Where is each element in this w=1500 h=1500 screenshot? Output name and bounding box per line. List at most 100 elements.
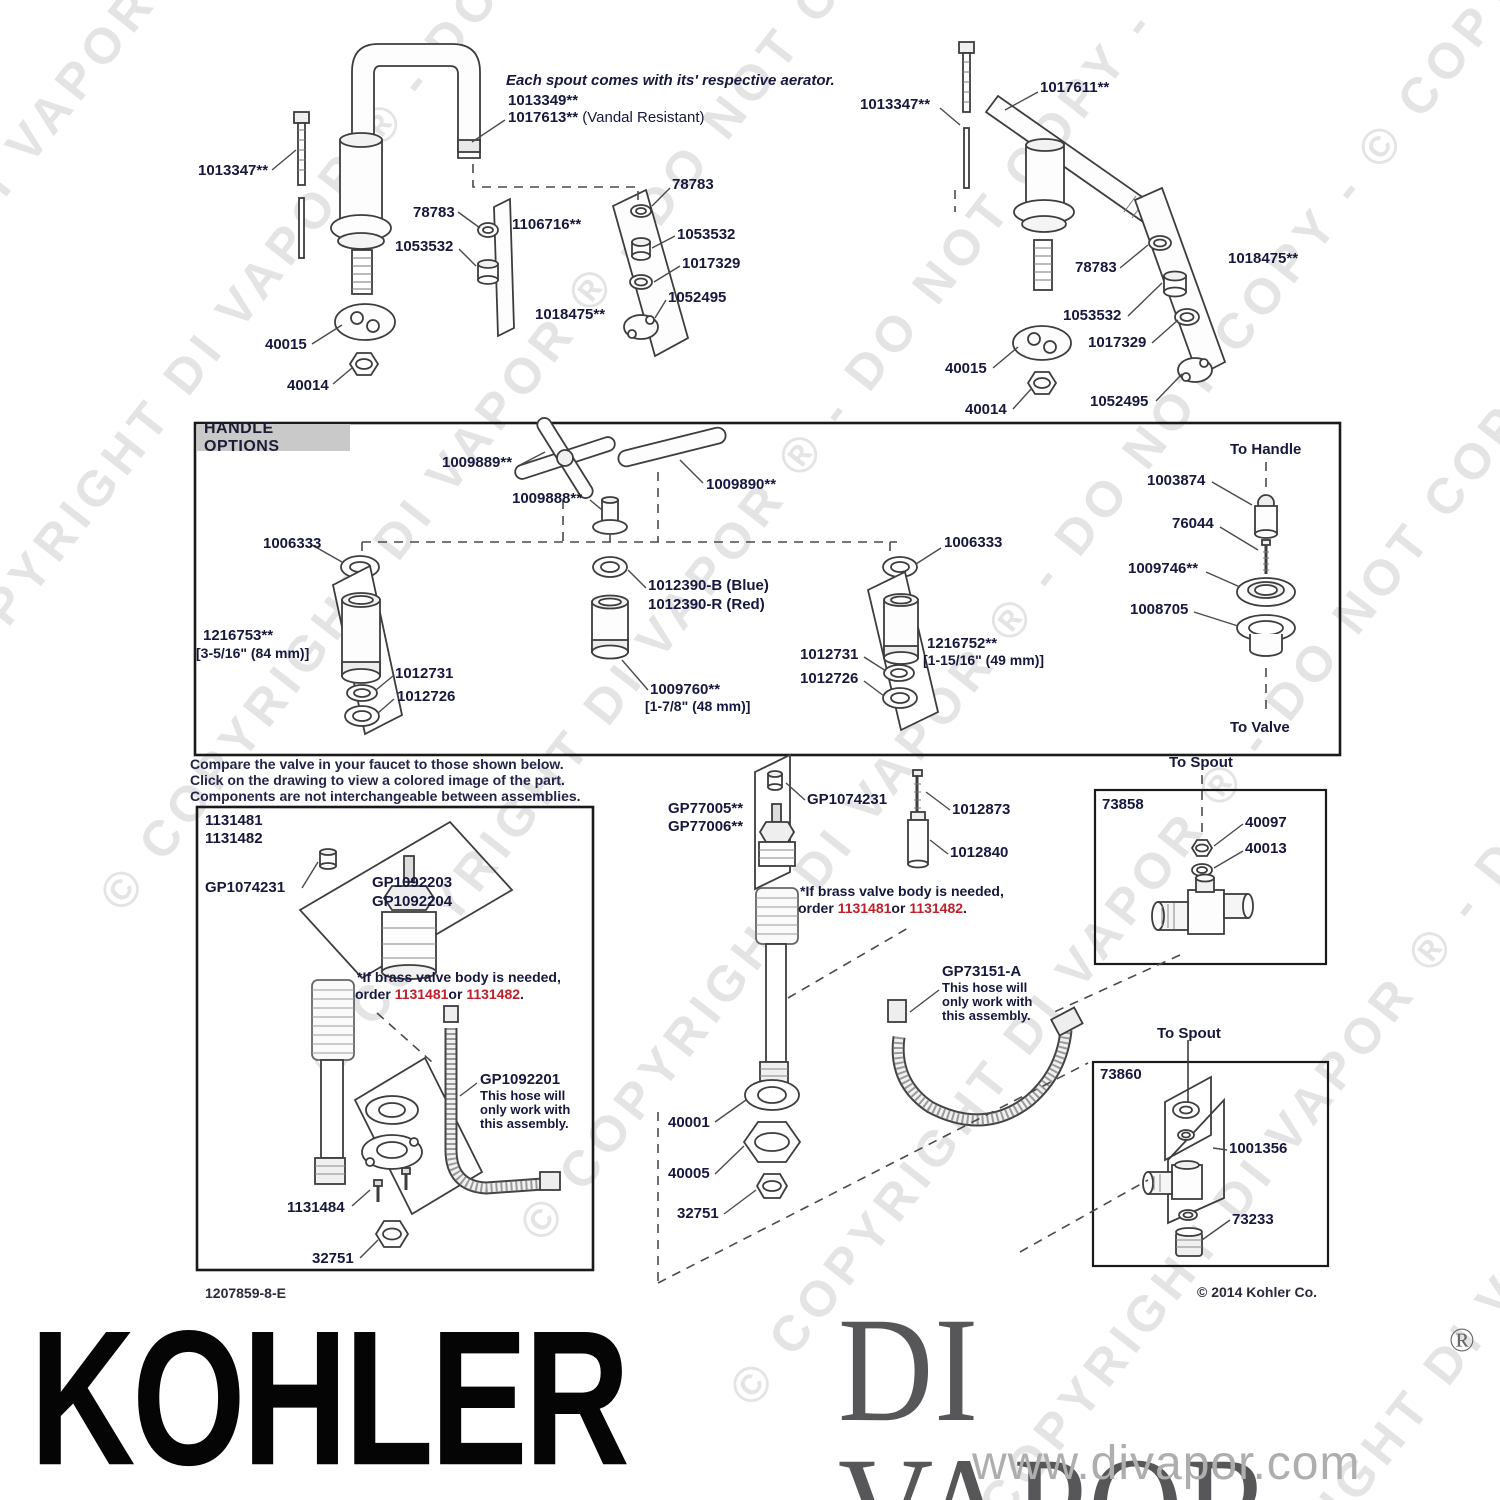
part-label-40005: 40005 <box>668 1165 710 1182</box>
cartridge-GP1092203-drawing[interactable] <box>381 855 437 980</box>
construction-lines <box>361 164 1267 1284</box>
plate-1131481-drawing[interactable] <box>298 820 514 980</box>
to-handle-label: To Handle <box>1230 441 1302 458</box>
kohler-copyright: © 2014 Kohler Co. <box>1197 1284 1318 1300</box>
left-escutcheon-40015-drawing[interactable] <box>334 303 396 341</box>
part-label-1006333-right: 1006333 <box>944 534 1003 551</box>
part-label-1017329-right: 1017329 <box>1088 334 1147 351</box>
hose-note-mid-line3: this assembly. <box>942 1008 1031 1023</box>
plate-GP77005-drawing[interactable] <box>754 753 791 891</box>
part-label-1053532-mid: 1053532 <box>677 226 736 243</box>
hose-note-mid-line2: only work with <box>942 994 1033 1009</box>
left-mounting-bolt-drawing[interactable] <box>293 111 310 259</box>
plates-73860-drawing[interactable] <box>1164 1075 1225 1225</box>
seat-GP1074231-left-drawing[interactable] <box>319 848 337 870</box>
part-label-73860: 73860 <box>1100 1066 1142 1083</box>
kohler-logo: KOHLER <box>30 1290 630 1500</box>
hose-GP1092201-drawing[interactable] <box>443 1005 561 1195</box>
left-nut-40014-drawing[interactable] <box>348 352 380 376</box>
spout-kit-box-73858 <box>1093 788 1328 966</box>
cartridge-GP77005-drawing[interactable] <box>758 803 796 867</box>
handle-options-box <box>193 421 1342 757</box>
part-label-1012731-right: 1012731 <box>800 646 859 663</box>
lever-handle-1009890-drawing[interactable] <box>617 426 728 468</box>
part-label-40097: 40097 <box>1245 814 1287 831</box>
aerator-note: Each spout comes with its' respective ae… <box>506 72 835 89</box>
to-spout-label-2: To Spout <box>1157 1025 1221 1042</box>
tee-1001356-drawing[interactable] <box>1142 1160 1203 1200</box>
hose-note-left-line1: This hose will <box>480 1088 566 1103</box>
part-label-1012840: 1012840 <box>950 844 1009 861</box>
seat-GP1074231-mid-drawing[interactable] <box>767 770 783 791</box>
part-label-40013: 40013 <box>1245 840 1287 857</box>
brass-note-left-line1: *If brass valve body is needed, <box>357 969 561 985</box>
flange-1009746-drawing[interactable] <box>1236 577 1296 607</box>
tee-73858-drawing[interactable] <box>1151 873 1254 935</box>
right-kit-1018475-drawing[interactable] <box>1133 186 1227 383</box>
part-label-1009889: 1009889** <box>442 454 513 471</box>
right-nut-40014-drawing[interactable] <box>1026 371 1058 395</box>
part-label-73233: 73233 <box>1232 1211 1274 1228</box>
right-mounting-bolt-drawing[interactable] <box>958 41 975 189</box>
part-label-73858: 73858 <box>1102 796 1144 813</box>
handle-adapter-1216752-drawing[interactable] <box>866 570 940 732</box>
part-label-1013347-right: 1013347** <box>860 96 931 113</box>
leader-lines <box>271 91 1259 1259</box>
nut-32751-mid-drawing[interactable] <box>755 1173 789 1199</box>
handle-adapter-1216753-drawing[interactable] <box>331 564 404 736</box>
right-escutcheon-40015-drawing[interactable] <box>1012 325 1072 361</box>
part-label-1003874: 1003874 <box>1147 472 1206 489</box>
part-label-40014-left: 40014 <box>287 377 329 394</box>
left-spout-drawing[interactable] <box>330 43 481 295</box>
part-label-1131484: 1131484 <box>287 1199 345 1216</box>
part-label-1106716: 1106716** <box>512 216 582 233</box>
compare-note-line2: Click on the drawing to view a colored i… <box>190 772 565 788</box>
part-label-1053532-right: 1053532 <box>1063 307 1122 324</box>
handle-adapter-1009760-drawing[interactable] <box>591 594 629 660</box>
part-label-1001356: 1001356 <box>1229 1140 1288 1157</box>
cross-handle-1009889-drawing[interactable] <box>513 415 616 500</box>
document-number: 1207859-8-E <box>205 1285 286 1301</box>
gasket-plate-drawing[interactable] <box>353 1056 484 1216</box>
handle-stem-1009888-drawing[interactable] <box>592 496 628 535</box>
part-label-1052495-mid: 1052495 <box>668 289 727 306</box>
part-label-32751-left: 32751 <box>312 1250 354 1267</box>
part-label-1006333-left: 1006333 <box>263 535 322 552</box>
nut-40097-drawing[interactable] <box>1190 839 1214 857</box>
stem-1012840-drawing[interactable] <box>907 811 929 869</box>
divapor-logo: DI VAPOR <box>838 1287 1272 1500</box>
part-label-GP1074231-mid: GP1074231 <box>807 791 888 808</box>
size-label-1009760: [1-7/8" (48 mm)] <box>645 698 751 714</box>
washer-1012390-drawing[interactable] <box>592 556 628 578</box>
part-label-GP1092201: GP1092201 <box>480 1071 561 1088</box>
part-label-1012726-left: 1012726 <box>397 688 456 705</box>
part-label-GP1092203: GP1092203 <box>372 874 453 891</box>
left-plate-1106716-drawing[interactable] <box>477 197 515 338</box>
hose-GP73151A-drawing[interactable] <box>887 999 1084 1127</box>
part-label-1018475-right: 1018475** <box>1228 250 1299 267</box>
screw-cap-1003874-drawing[interactable] <box>1254 494 1278 539</box>
spout-kit-box-73860 <box>1091 1060 1330 1268</box>
bushing-1008705-drawing[interactable] <box>1236 614 1296 657</box>
valve-body-mid-drawing[interactable] <box>755 887 799 1085</box>
brass-note-mid-line1: *If brass valve body is needed, <box>800 883 1004 899</box>
part-label-76044: 76044 <box>1172 515 1214 532</box>
part-label-1216752: 1216752** <box>927 635 998 652</box>
nut-32751-left-drawing[interactable] <box>374 1220 410 1248</box>
part-label-1017329-mid: 1017329 <box>682 255 741 272</box>
part-label-1017611: 1017611** <box>1040 79 1110 96</box>
aerator-73233-drawing[interactable] <box>1175 1209 1203 1257</box>
screw-1012873-drawing[interactable] <box>912 769 923 815</box>
washer-40001-drawing[interactable] <box>744 1079 800 1111</box>
screw-76044-drawing[interactable] <box>1261 539 1271 574</box>
part-label-1012390B: 1012390-B (Blue) <box>648 577 769 594</box>
left-kit-1018475-drawing[interactable] <box>611 188 690 358</box>
valve-body-1131484-drawing[interactable] <box>311 979 355 1185</box>
nut-40005-drawing[interactable] <box>742 1121 802 1163</box>
part-label-1131481: 1131481 <box>205 812 263 829</box>
washer-73860-drawing[interactable] <box>1172 1101 1200 1141</box>
right-spout-drawing[interactable] <box>984 94 1160 291</box>
part-label-40001: 40001 <box>668 1114 710 1131</box>
divapor-website: www.divapor.com <box>972 1437 1361 1490</box>
